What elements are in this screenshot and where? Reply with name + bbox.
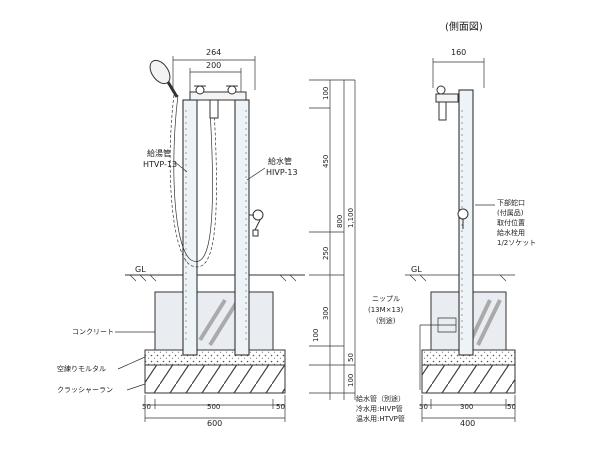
top-faucet [189,85,247,119]
vdim-100-bottom: 100 [347,374,355,387]
side-top-dimension [432,58,485,88]
vdim-450: 450 [322,155,330,168]
vdim-50: 50 [347,353,355,362]
front-bottom-total: 600 [207,419,222,428]
nipple-label-1: ニップル [372,295,400,303]
side-bottom-dim-mid: 300 [460,403,473,411]
nipple-label-3: (別途) [376,316,396,325]
front-dim-200: 200 [206,61,221,70]
side-lower-faucet [457,208,469,229]
vdim-250: 250 [322,247,330,260]
lower-outlet-label-5: 1/2ソケット [497,239,536,247]
vdim-300: 300 [322,307,330,320]
nipple-label-2: (13M×13) [368,306,403,314]
front-ground-line [125,274,305,282]
cold-pipe-label: 給水管 [268,156,292,166]
supply-label-3: 温水用:HTVP管 [356,414,405,423]
crusher-run-label: クラッシャーラン [57,386,113,394]
front-top-dimensions [172,56,256,92]
front-bottom-dim-mid: 500 [207,403,220,411]
front-dim-264: 264 [206,48,221,57]
supply-label-1: 給水管（別途） [356,394,405,403]
side-bottom-total: 400 [460,419,475,428]
side-dim-160: 160 [451,48,466,57]
vdim-800: 800 [336,215,344,228]
vdim-1100: 1,100 [347,208,355,228]
hot-pipe-spec: HTVP-13 [143,160,177,169]
side-top-faucet [435,85,459,121]
front-vertical-dimensions [309,79,356,400]
side-gl-label: GL [411,265,422,274]
shower-hose [169,94,217,268]
side-bottom-dimensions [421,395,516,422]
dry-mortar-label: 空練りモルタル [57,364,106,373]
lower-outlet-label-1: 下部蛇口 [497,198,525,207]
lower-faucet [249,209,264,237]
side-crusher-run-layer [421,364,516,394]
side-bottom-dim-right: 50 [507,403,516,411]
side-bottom-dim-left: 50 [419,403,428,411]
cold-pipe-post [234,99,250,356]
front-bottom-dim-right: 50 [276,403,285,411]
side-view-title: (側面図) [445,20,483,33]
vdim-100-mid: 100 [312,329,320,342]
cold-pipe-spec: HIVP-13 [266,168,298,177]
front-bottom-dim-left: 50 [142,403,151,411]
side-post [458,89,474,356]
front-gl-label: GL [135,265,146,274]
hot-pipe-label: 給湯管 [147,148,171,158]
front-crusher-run-layer [144,364,286,394]
supply-pipe-leader [419,317,457,390]
hot-pipe-post [182,99,198,356]
supply-label-2: 冷水用:HIVP管 [356,404,403,413]
lower-outlet-label-3: 取付位置 [497,218,525,227]
lower-outlet-label-2: (付属品) [497,208,524,217]
front-mortar-layer [144,349,286,366]
lower-outlet-label-4: 給水栓用 [497,228,525,237]
shower-head [149,59,179,98]
concrete-label: コンクリート [72,328,114,336]
front-bottom-dimensions [144,395,286,422]
vdim-100-top: 100 [322,87,330,100]
